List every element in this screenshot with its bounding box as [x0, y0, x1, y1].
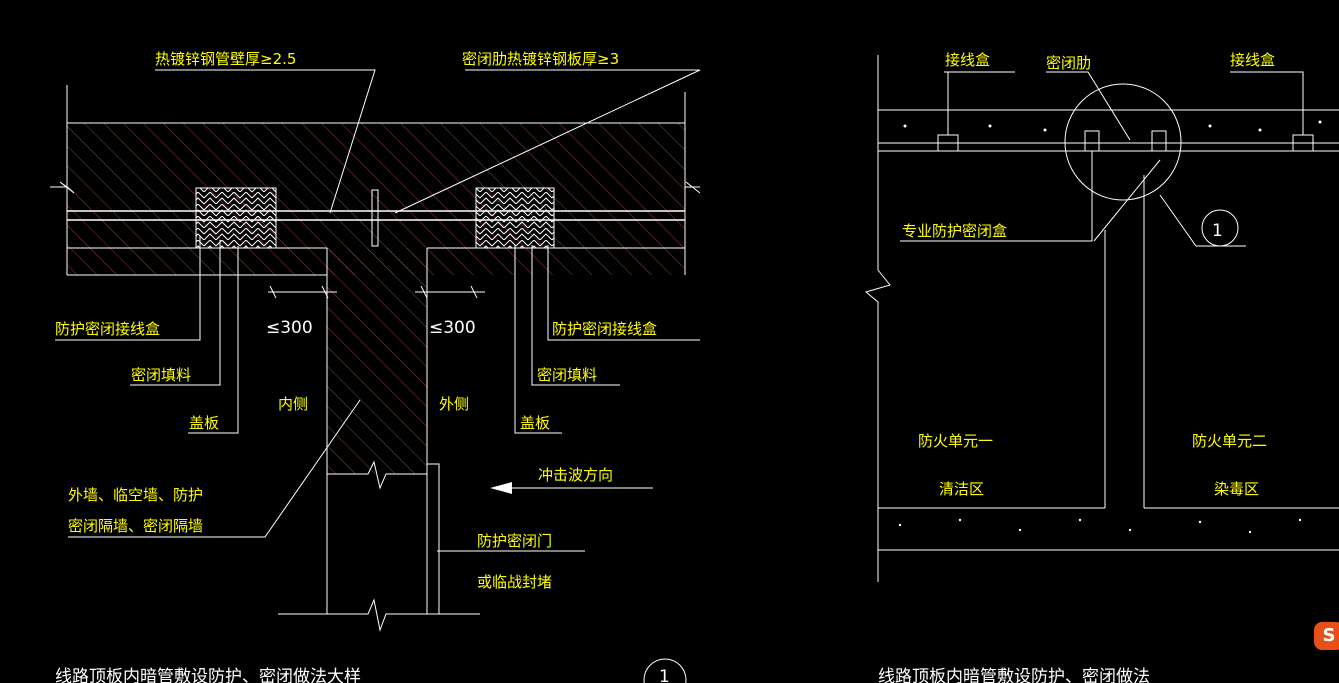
sougou-logo-icon[interactable]: S: [1314, 622, 1339, 650]
detail-circle: [1064, 83, 1182, 201]
label-box-right-r: 接线盒: [1230, 51, 1275, 69]
label-cover-right: 盖板: [520, 414, 550, 432]
label-wall-1: 外墙、临空墙、防护: [68, 486, 203, 504]
label-zone1: 清洁区: [939, 480, 984, 498]
label-filler-right: 密闭填料: [537, 366, 597, 384]
label-cover-left: 盖板: [189, 414, 219, 432]
junction-box-right: [475, 187, 555, 249]
label-rib: 密闭肋热镀锌钢板厚≥3: [462, 50, 619, 68]
label-wall-2: 密闭隔墙、密闭隔墙: [68, 517, 203, 535]
label-box-right: 防护密闭接线盒: [552, 320, 657, 338]
dim-right: ≤300: [429, 318, 476, 338]
caption-num-left: 1: [659, 667, 670, 683]
detail-num: 1: [1212, 221, 1223, 241]
right-detail: 接线盒 密闭肋 接线盒 专业防护密闭盒 1 防火单元一 清洁区 防火单元二 染毒…: [864, 51, 1339, 683]
label-outside: 外侧: [439, 395, 469, 413]
label-box-left: 防护密闭接线盒: [55, 320, 160, 338]
label-shock: 冲击波方向: [538, 466, 613, 484]
label-seal: 或临战封堵: [477, 573, 552, 591]
caption-right: 线路顶板内暗管敷设防护、密闭做法: [878, 667, 1150, 683]
label-unit1: 防火单元一: [918, 432, 993, 450]
junction-box-left: [195, 187, 277, 249]
label-unit2: 防火单元二: [1192, 432, 1267, 450]
wall-hatch: [327, 248, 427, 474]
label-door: 防护密闭门: [477, 532, 552, 550]
label-special-box: 专业防护密闭盒: [902, 222, 1007, 240]
dim-left: ≤300: [266, 318, 313, 338]
label-zone2: 染毒区: [1214, 480, 1259, 498]
caption-left: 线路顶板内暗管敷设防护、密闭做法大样: [55, 667, 361, 683]
label-filler-left: 密闭填料: [131, 366, 191, 384]
label-rib-r: 密闭肋: [1046, 54, 1091, 72]
left-detail: 热镀锌钢管壁厚≥2.5 密闭肋热镀锌钢板厚≥3 防护密闭接线盒 防护密闭接线盒 …: [50, 50, 701, 683]
label-inside: 内侧: [278, 395, 308, 413]
label-box-left-r: 接线盒: [945, 51, 990, 69]
sealing-rib: [371, 189, 379, 247]
label-pipe: 热镀锌钢管壁厚≥2.5: [155, 50, 296, 68]
